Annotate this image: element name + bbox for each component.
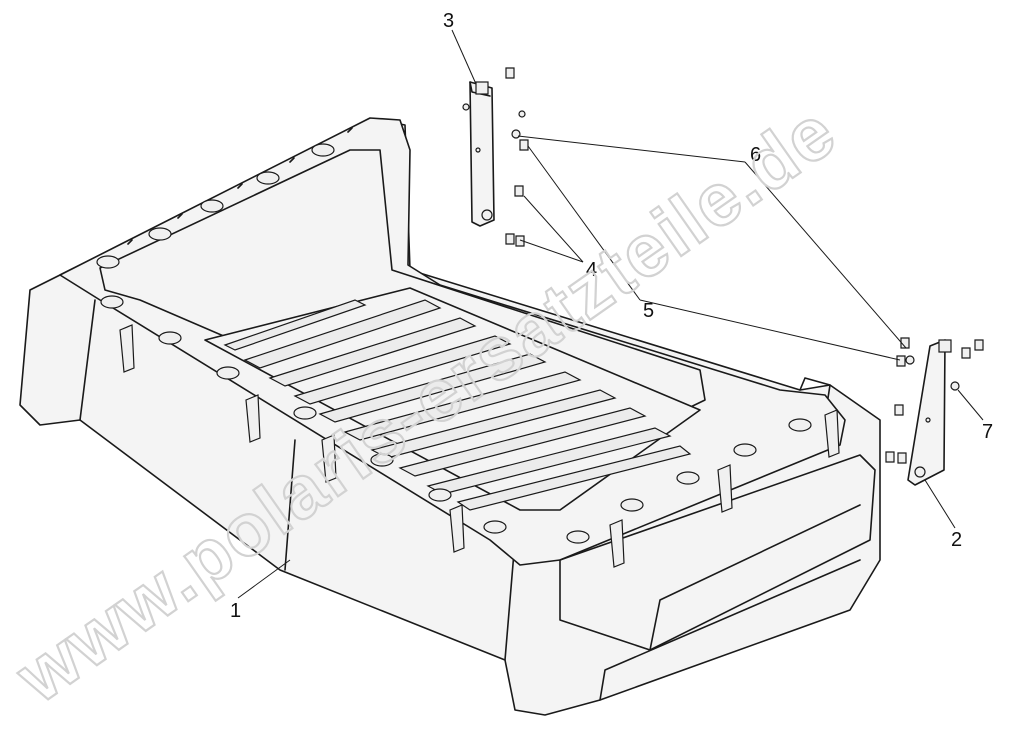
bracket-right: [907, 339, 952, 486]
callout-5: 5: [643, 300, 654, 322]
callout-1: 1: [230, 600, 241, 622]
tie-down-hooks: [119, 324, 840, 568]
fasteners: [505, 67, 984, 464]
callout-6: 6: [750, 144, 761, 166]
callouts: 3 6 4 5 7 2 1: [230, 10, 993, 622]
callout-7: 7: [982, 421, 993, 443]
callout-2: 2: [951, 529, 962, 551]
floor-slats: [223, 299, 692, 511]
cargo-box: [19, 117, 881, 716]
callout-4: 4: [586, 259, 597, 281]
leader-lines: [237, 29, 984, 599]
callout-3: 3: [443, 10, 454, 32]
stake-pockets: [96, 143, 812, 544]
bracket-left: [462, 81, 495, 227]
